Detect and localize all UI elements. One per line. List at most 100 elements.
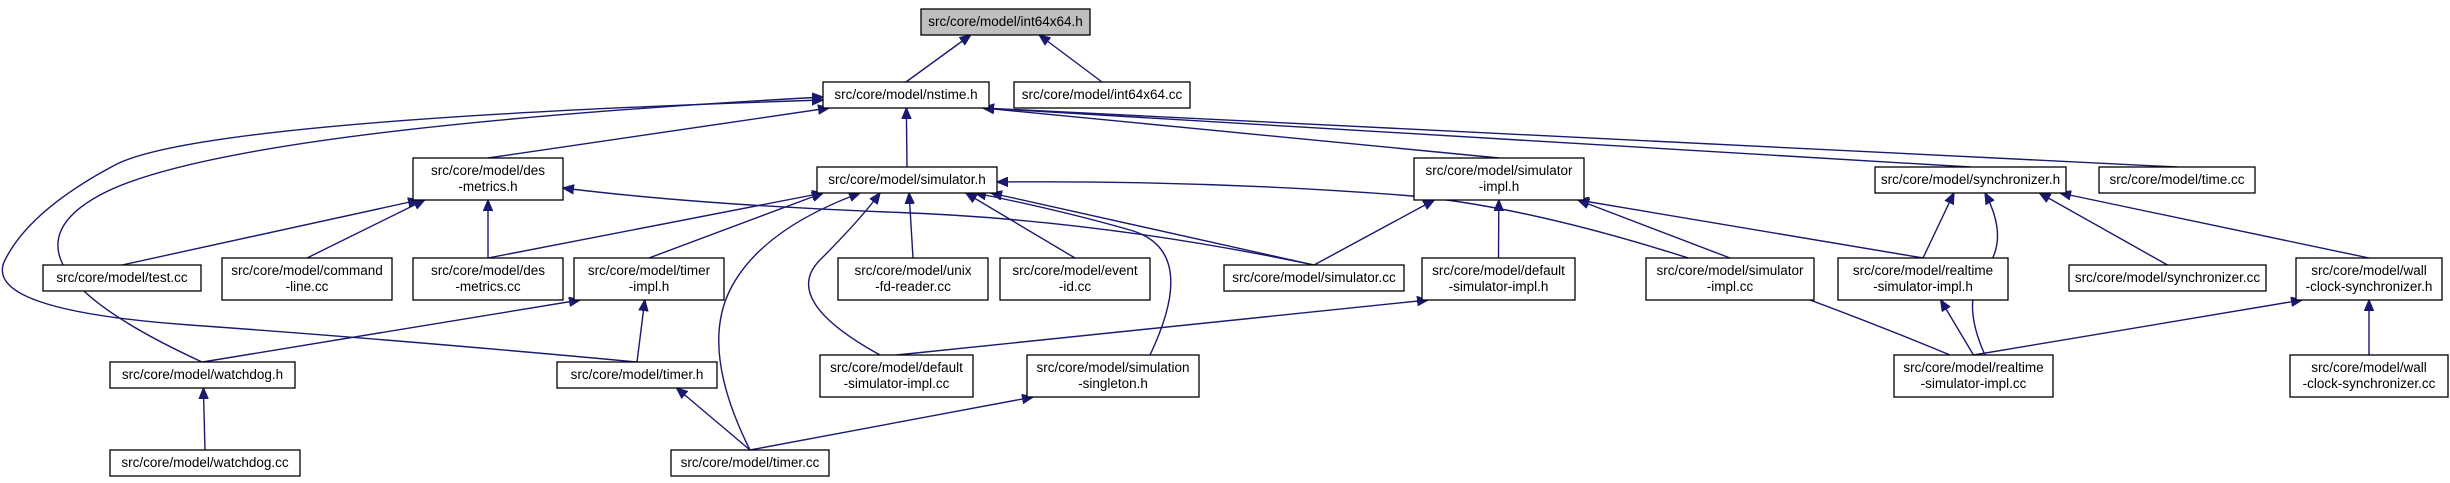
edge-timer-impl-h-to-simulator-h — [648, 193, 823, 259]
node-label: src/core/model/wall — [2311, 360, 2427, 375]
node-label: -clock-synchronizer.h — [2306, 279, 2433, 294]
node-label: -impl.h — [1479, 179, 1520, 194]
node-box[interactable] — [1013, 81, 1191, 109]
node-box[interactable] — [109, 361, 296, 389]
node-box[interactable] — [221, 257, 393, 301]
node-label: -impl.h — [629, 279, 670, 294]
node-timer-h[interactable]: src/core/model/timer.h — [556, 361, 718, 389]
node-box[interactable] — [822, 81, 990, 109]
node-realtime-simulator-impl-h[interactable]: src/core/model/realtime-simulator-impl.h — [1837, 257, 2009, 301]
node-realtime-simulator-impl-cc[interactable]: src/core/model/realtime-simulator-impl.c… — [1893, 354, 2054, 398]
edge-wall-clock-synchronizer-h-to-synchronizer-h — [2060, 193, 2370, 259]
node-box[interactable] — [1421, 257, 1576, 301]
node-simulator-cc[interactable]: src/core/model/simulator.cc — [1223, 264, 1405, 292]
node-box[interactable] — [1893, 354, 2054, 398]
node-label: src/core/model/int64x64.h — [928, 14, 1083, 29]
node-test-cc[interactable]: src/core/model/test.cc — [42, 264, 202, 292]
node-time-cc[interactable]: src/core/model/time.cc — [2098, 166, 2256, 194]
node-box[interactable] — [109, 449, 301, 477]
node-des-metrics-cc[interactable]: src/core/model/des-metrics.cc — [412, 257, 564, 301]
node-simulator-impl-h[interactable]: src/core/model/simulator-impl.h — [1413, 157, 1585, 201]
node-box[interactable] — [2098, 166, 2256, 194]
node-synchronizer-h[interactable]: src/core/model/synchronizer.h — [1874, 166, 2067, 194]
node-box[interactable] — [837, 257, 989, 301]
edge-simulator-cc-to-simulator-h — [991, 193, 1315, 266]
node-des-metrics-h[interactable]: src/core/model/des-metrics.h — [412, 157, 564, 201]
node-box[interactable] — [556, 361, 718, 389]
node-box[interactable] — [2295, 257, 2443, 301]
node-box[interactable] — [670, 449, 830, 477]
node-label: -simulator-impl.h — [1449, 279, 1549, 294]
edge-timer-h-to-nstime-h — [1, 100, 823, 363]
node-default-simulator-impl-cc[interactable]: src/core/model/default-simulator-impl.cc — [819, 354, 974, 398]
node-event-id-cc[interactable]: src/core/model/event-id.cc — [999, 257, 1151, 301]
node-nstime-h[interactable]: src/core/model/nstime.h — [822, 81, 990, 109]
edge-watchdog-h-to-timer-impl-h — [202, 300, 581, 363]
node-box[interactable] — [816, 166, 998, 194]
edge-event-id-cc-to-simulator-h — [966, 193, 1076, 259]
node-command-line-cc[interactable]: src/core/model/command-line.cc — [221, 257, 393, 301]
node-box[interactable] — [1645, 257, 1815, 301]
node-default-simulator-impl-h[interactable]: src/core/model/default-simulator-impl.h — [1421, 257, 1576, 301]
node-label: -line.cc — [286, 279, 329, 294]
node-simulator-h[interactable]: src/core/model/simulator.h — [816, 166, 998, 194]
node-box[interactable] — [1026, 354, 1200, 398]
edge-des-metrics-cc-to-simulator-h — [487, 193, 823, 259]
node-label: src/core/model/command — [231, 263, 383, 278]
node-label: src/core/model/watchdog.cc — [121, 455, 289, 470]
edge-test-cc-to-des-metrics-h — [121, 200, 419, 266]
node-box[interactable] — [2068, 264, 2267, 292]
node-box[interactable] — [1874, 166, 2067, 194]
node-label: src/core/model/simulator.h — [828, 172, 986, 187]
node-label: src/core/model/realtime — [1903, 360, 2043, 375]
edge-simulator-impl-h-to-nstime-h — [983, 108, 1500, 159]
node-label: src/core/model/time.cc — [2109, 172, 2244, 187]
node-label: src/core/model/simulation — [1036, 360, 1189, 375]
node-box[interactable] — [42, 264, 202, 292]
node-label: -simulator-impl.h — [1873, 279, 1973, 294]
node-label: src/core/model/des — [431, 263, 545, 278]
node-int64x64-h[interactable]: src/core/model/int64x64.h — [920, 8, 1091, 36]
edge-timer-cc-to-simulator-h — [718, 193, 860, 451]
node-label: src/core/model/watchdog.h — [122, 367, 283, 382]
node-label: src/core/model/int64x64.cc — [1022, 87, 1183, 102]
node-label: -id.cc — [1059, 279, 1092, 294]
node-box[interactable] — [1413, 157, 1585, 201]
node-simulator-impl-cc[interactable]: src/core/model/simulator-impl.cc — [1645, 257, 1815, 301]
edge-timer-cc-to-simulation-singleton-h — [749, 397, 1033, 451]
node-box[interactable] — [2289, 354, 2449, 398]
node-label: src/core/model/simulator — [1425, 163, 1573, 178]
node-label: src/core/model/wall — [2311, 263, 2427, 278]
node-box[interactable] — [999, 257, 1151, 301]
node-synchronizer-cc[interactable]: src/core/model/synchronizer.cc — [2068, 264, 2267, 292]
node-watchdog-cc[interactable]: src/core/model/watchdog.cc — [109, 449, 301, 477]
node-label: -metrics.h — [458, 179, 517, 194]
node-label: src/core/model/timer.cc — [681, 455, 820, 470]
node-label: src/core/model/timer — [588, 263, 711, 278]
edge-command-line-cc-to-des-metrics-h — [306, 200, 425, 259]
edges-layer — [1, 35, 2370, 451]
node-wall-clock-synchronizer-cc[interactable]: src/core/model/wall-clock-synchronizer.c… — [2289, 354, 2449, 398]
node-box[interactable] — [920, 8, 1091, 36]
node-box[interactable] — [819, 354, 974, 398]
edge-synchronizer-cc-to-synchronizer-h — [2039, 193, 2168, 266]
node-watchdog-h[interactable]: src/core/model/watchdog.h — [109, 361, 296, 389]
node-box[interactable] — [412, 257, 564, 301]
node-label: src/core/model/realtime — [1853, 263, 1993, 278]
node-unix-fd-reader-cc[interactable]: src/core/model/unix-fd-reader.cc — [837, 257, 989, 301]
node-box[interactable] — [412, 157, 564, 201]
node-wall-clock-synchronizer-h[interactable]: src/core/model/wall-clock-synchronizer.h — [2295, 257, 2443, 301]
node-int64x64-cc[interactable]: src/core/model/int64x64.cc — [1013, 81, 1191, 109]
node-box[interactable] — [1837, 257, 2009, 301]
node-label: src/core/model/event — [1012, 263, 1138, 278]
node-box[interactable] — [1223, 264, 1405, 292]
node-timer-impl-h[interactable]: src/core/model/timer-impl.h — [573, 257, 725, 301]
edge-simulation-singleton-h-to-simulator-h — [975, 193, 1172, 356]
node-simulation-singleton-h[interactable]: src/core/model/simulation-singleton.h — [1026, 354, 1200, 398]
node-box[interactable] — [573, 257, 725, 301]
node-timer-cc[interactable]: src/core/model/timer.cc — [670, 449, 830, 477]
edge-timer-h-to-timer-impl-h — [636, 300, 645, 363]
node-label: -simulator-impl.cc — [844, 376, 950, 391]
node-label: src/core/model/synchronizer.cc — [2075, 270, 2261, 285]
